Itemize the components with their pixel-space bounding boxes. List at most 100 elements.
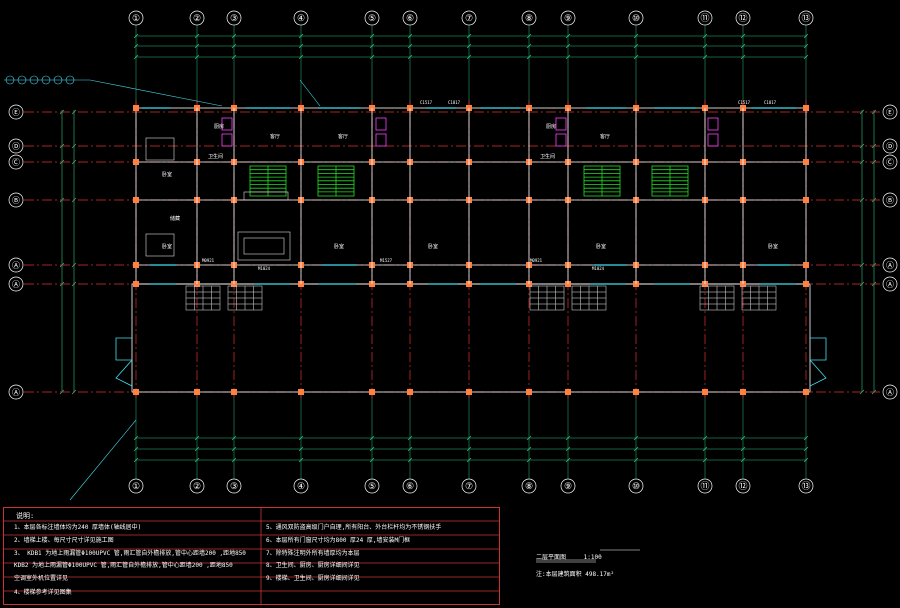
column <box>740 389 746 395</box>
column <box>803 262 809 268</box>
axis-label-bottom: ① <box>132 482 140 492</box>
note-left-1: 1、本层各标注墙体均为240 厚墙体(轴线居中) <box>14 524 142 531</box>
dim-tick <box>702 435 708 441</box>
door-label: C1817 <box>764 100 777 105</box>
plan-title-text: 二层平面图 <box>536 554 567 561</box>
axis-label-side: Ⓐ <box>886 280 894 289</box>
dim-tick <box>702 33 708 39</box>
axis-bubble-side: Ⓐ <box>882 257 898 273</box>
room-label: 厨房 <box>214 123 224 130</box>
axis-bubble-side: Ⓐ <box>882 276 898 292</box>
room-label: 卧室 <box>162 243 172 250</box>
axis-label-side: Ⓐ <box>12 388 20 397</box>
axis-label-top: ⑩ <box>632 14 640 24</box>
room-label: 客厅 <box>338 133 348 140</box>
axis-bubble-side: Ⓒ <box>882 154 898 170</box>
column <box>803 389 809 395</box>
column <box>407 389 413 395</box>
axis-label-side: Ⓓ <box>886 142 894 151</box>
balcony <box>529 285 565 311</box>
axis-bubble-bottom: ③ <box>226 478 242 494</box>
scale-bar <box>536 549 640 563</box>
axis-label-bottom: ③ <box>230 482 238 492</box>
balcony <box>699 285 735 311</box>
dim-tick <box>369 446 375 452</box>
column <box>133 389 139 395</box>
dim-tick <box>466 446 472 452</box>
dim-tick <box>133 54 139 60</box>
dim-tick <box>466 43 472 49</box>
dim-tick <box>407 457 413 463</box>
door-label: C1817 <box>448 100 461 105</box>
axis-label-bottom: ④ <box>297 482 305 492</box>
column <box>803 197 809 203</box>
balcony-hatch <box>185 285 777 311</box>
dim-tick <box>803 43 809 49</box>
axis-label-side: Ⓔ <box>12 108 20 117</box>
dim-tick <box>133 435 139 441</box>
column <box>633 389 639 395</box>
dim-tick <box>298 446 304 452</box>
dim-tick <box>803 446 809 452</box>
note-left-4: KDB2 为地上雨漏管Φ100UPVC 管,雨汇管自外檐排放,管中心距墙200 … <box>14 562 233 569</box>
dim-tick <box>803 54 809 60</box>
dim-tick <box>407 33 413 39</box>
column <box>298 389 304 395</box>
axis-label-top: ⑥ <box>406 14 414 24</box>
axis-bubble-side: Ⓔ <box>8 104 24 120</box>
column <box>803 105 809 111</box>
room-label: 卧室 <box>162 171 172 178</box>
balcony <box>741 285 777 311</box>
axis-bubble-top: ④ <box>293 10 309 26</box>
axis-bubble-side: Ⓑ <box>8 192 24 208</box>
dim-tick <box>231 446 237 452</box>
dim-tick <box>231 33 237 39</box>
stair <box>651 165 689 197</box>
dim-tick <box>194 54 200 60</box>
door-label: M1024 <box>592 266 605 271</box>
dim-tick <box>369 43 375 49</box>
dim-tick <box>407 43 413 49</box>
dim-tick <box>466 54 472 60</box>
dim-tick <box>803 33 809 39</box>
sofa-furniture <box>145 137 291 261</box>
dim-tick <box>740 54 746 60</box>
dim-tick <box>740 435 746 441</box>
axis-label-top: ⑨ <box>564 14 572 24</box>
axis-bubble-side: Ⓓ <box>8 138 24 154</box>
dim-tick <box>407 435 413 441</box>
door-label: M0921 <box>530 258 543 263</box>
axis-label-side: Ⓒ <box>886 158 894 167</box>
room-label: 卧室 <box>596 243 606 250</box>
axis-label-bottom: ⑩ <box>632 482 640 492</box>
axis-label-top: ① <box>132 14 140 24</box>
dim-tick <box>803 457 809 463</box>
axis-label-side: Ⓐ <box>12 261 20 270</box>
note-right-5: 9、楼梯、卫生间、厨房详细间详见 <box>266 575 360 582</box>
axis-label-bottom: ⑦ <box>465 482 473 492</box>
note-right-4: 8、卫生间、厨房、厨房详细间详见 <box>266 562 360 569</box>
dim-tick <box>740 446 746 452</box>
axis-bubble-bottom: ① <box>128 478 144 494</box>
axis-label-top: ⑫ <box>738 13 747 24</box>
dim-tick <box>231 435 237 441</box>
dim-tick <box>369 435 375 441</box>
dim-tick <box>526 43 532 49</box>
notes-grid <box>3 507 500 605</box>
dim-tick <box>298 457 304 463</box>
note-left-2: 2、墙梯上楼、每尺寸尺寸详见施工图 <box>14 537 114 544</box>
axis-bubble-top: ⑩ <box>628 10 644 26</box>
dim-tick <box>526 446 532 452</box>
dim-tick <box>194 43 200 49</box>
door-label: M1527 <box>380 258 393 263</box>
axis-label-bottom: ⑨ <box>564 482 572 492</box>
note-right-1: 5、通风双防盗高级门户自理,所有阳台、外台栏杆均为不锈钢扶手 <box>266 524 442 531</box>
dim-tick <box>298 43 304 49</box>
axis-bubble-side: Ⓔ <box>882 104 898 120</box>
dim-tick <box>633 435 639 441</box>
note-left-6: 4、楼梯参考详见图集 <box>14 589 72 596</box>
